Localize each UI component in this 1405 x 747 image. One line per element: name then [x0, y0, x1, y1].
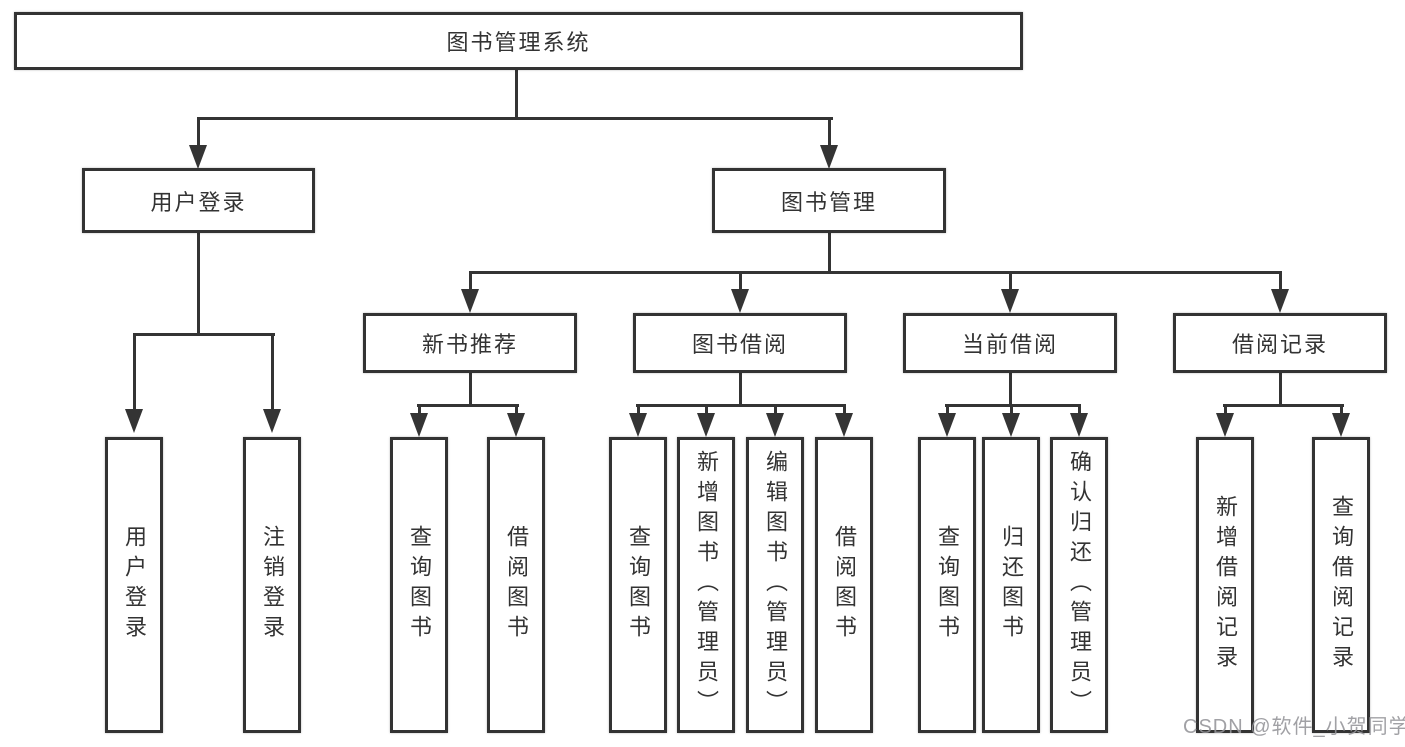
leaf-return-books-label: 归还图书: [999, 525, 1024, 645]
connector-section3-stem: [1009, 271, 1012, 291]
connector-s2-c1-stem: [637, 404, 640, 415]
connector-userlogin-c1-stem: [133, 333, 136, 411]
connector-s1-bar: [417, 404, 519, 407]
node-book-borrow: 图书借阅: [633, 313, 847, 373]
connector-s2-c4-stem: [843, 404, 846, 415]
node-root-label: 图书管理系统: [446, 30, 591, 55]
node-borrow-records-label: 借阅记录: [1231, 332, 1328, 357]
node-current-borrow-label: 当前借阅: [961, 332, 1058, 357]
leaf-return-books: 归还图书: [982, 437, 1040, 733]
arrow-down-icon: [835, 413, 853, 437]
connector-s1-stub: [469, 373, 472, 406]
node-current-borrow: 当前借阅: [903, 313, 1117, 373]
leaf-query-books-1-label: 查询图书: [407, 525, 432, 645]
connector-root-right-stem: [828, 117, 831, 147]
connector-userlogin-stem: [197, 233, 200, 335]
connector-s2-stub: [739, 373, 742, 406]
arrow-down-icon: [263, 409, 281, 433]
leaf-add-books-admin: 新增图书（管理员）: [677, 437, 735, 733]
arrow-down-icon: [820, 145, 838, 169]
arrow-down-icon: [1001, 289, 1019, 313]
connector-s3-c2-stem: [1010, 404, 1013, 415]
connector-bookmgmt-bar: [469, 271, 1282, 274]
arrow-down-icon: [189, 145, 207, 169]
leaf-borrow-books-2: 借阅图书: [815, 437, 873, 733]
leaf-borrow-books-1-label: 借阅图书: [504, 525, 529, 645]
node-borrow-records: 借阅记录: [1173, 313, 1387, 373]
connector-s4-stub: [1279, 373, 1282, 406]
arrow-down-icon: [1002, 413, 1020, 437]
connector-section1-stem: [469, 271, 472, 291]
connector-s3-c1-stem: [946, 404, 949, 415]
arrow-down-icon: [1216, 413, 1234, 437]
connector-userlogin-bar: [133, 333, 275, 336]
connector-s4-c1-stem: [1224, 404, 1227, 415]
arrow-down-icon: [697, 413, 715, 437]
connector-s2-c2-stem: [705, 404, 708, 415]
leaf-borrow-books-1: 借阅图书: [487, 437, 545, 733]
leaf-user-login-label: 用户登录: [122, 525, 147, 645]
leaf-logout-label: 注销登录: [260, 525, 285, 645]
leaf-query-books-3-label: 查询图书: [935, 525, 960, 645]
leaf-confirm-return-admin: 确认归还（管理员）: [1050, 437, 1108, 733]
node-new-book-recommend: 新书推荐: [363, 313, 577, 373]
arrow-down-icon: [938, 413, 956, 437]
arrow-down-icon: [1070, 413, 1088, 437]
connector-s3-bar: [945, 404, 1081, 407]
leaf-query-books-2-label: 查询图书: [626, 525, 651, 645]
connector-s1-c1-stem: [418, 404, 421, 415]
connector-s3-stub: [1009, 373, 1012, 406]
node-user-login-branch: 用户登录: [82, 168, 315, 233]
node-book-management-label: 图书管理: [780, 189, 877, 215]
leaf-query-books-1: 查询图书: [390, 437, 448, 733]
leaf-edit-books-admin: 编辑图书（管理员）: [746, 437, 804, 733]
node-user-login-label: 用户登录: [150, 189, 247, 215]
csdn-watermark: CSDN @软件_小贺同学: [1183, 716, 1405, 738]
connector-s4-c2-stem: [1340, 404, 1343, 415]
leaf-query-borrow-record-label: 查询借阅记录: [1329, 495, 1354, 675]
leaf-add-borrow-record-label: 新增借阅记录: [1213, 495, 1238, 675]
arrow-down-icon: [461, 289, 479, 313]
connector-root-stem: [515, 70, 518, 118]
connector-bookmgmt-stem: [828, 233, 831, 273]
leaf-add-borrow-record: 新增借阅记录: [1196, 437, 1254, 733]
leaf-edit-books-admin-label: 编辑图书（管理员）: [763, 450, 788, 720]
arrow-down-icon: [629, 413, 647, 437]
leaf-confirm-return-admin-label: 确认归还（管理员）: [1067, 450, 1092, 720]
connector-root-bar: [197, 117, 833, 120]
node-root-system: 图书管理系统: [14, 12, 1023, 70]
node-book-management-branch: 图书管理: [712, 168, 946, 233]
connector-s2-bar: [636, 404, 846, 407]
node-book-borrow-label: 图书借阅: [691, 332, 788, 357]
leaf-query-books-3: 查询图书: [918, 437, 976, 733]
leaf-query-books-2: 查询图书: [609, 437, 667, 733]
arrow-down-icon: [507, 413, 525, 437]
leaf-logout: 注销登录: [243, 437, 301, 733]
connector-s4-bar: [1223, 404, 1344, 407]
arrow-down-icon: [766, 413, 784, 437]
leaf-borrow-books-2-label: 借阅图书: [832, 525, 857, 645]
arrow-down-icon: [410, 413, 428, 437]
leaf-add-books-admin-label: 新增图书（管理员）: [694, 450, 719, 720]
connector-s3-c3-stem: [1078, 404, 1081, 415]
arrow-down-icon: [1332, 413, 1350, 437]
arrow-down-icon: [1271, 289, 1289, 313]
leaf-user-login: 用户登录: [105, 437, 163, 733]
connector-section2-stem: [739, 271, 742, 291]
connector-s1-c2-stem: [515, 404, 518, 415]
connector-s2-c3-stem: [774, 404, 777, 415]
connector-userlogin-c2-stem: [271, 333, 274, 411]
connector-section4-stem: [1279, 271, 1282, 291]
arrow-down-icon: [125, 409, 143, 433]
leaf-query-borrow-record: 查询借阅记录: [1312, 437, 1370, 733]
connector-root-left-stem: [197, 117, 200, 147]
node-new-book-recommend-label: 新书推荐: [421, 332, 518, 357]
arrow-down-icon: [731, 289, 749, 313]
